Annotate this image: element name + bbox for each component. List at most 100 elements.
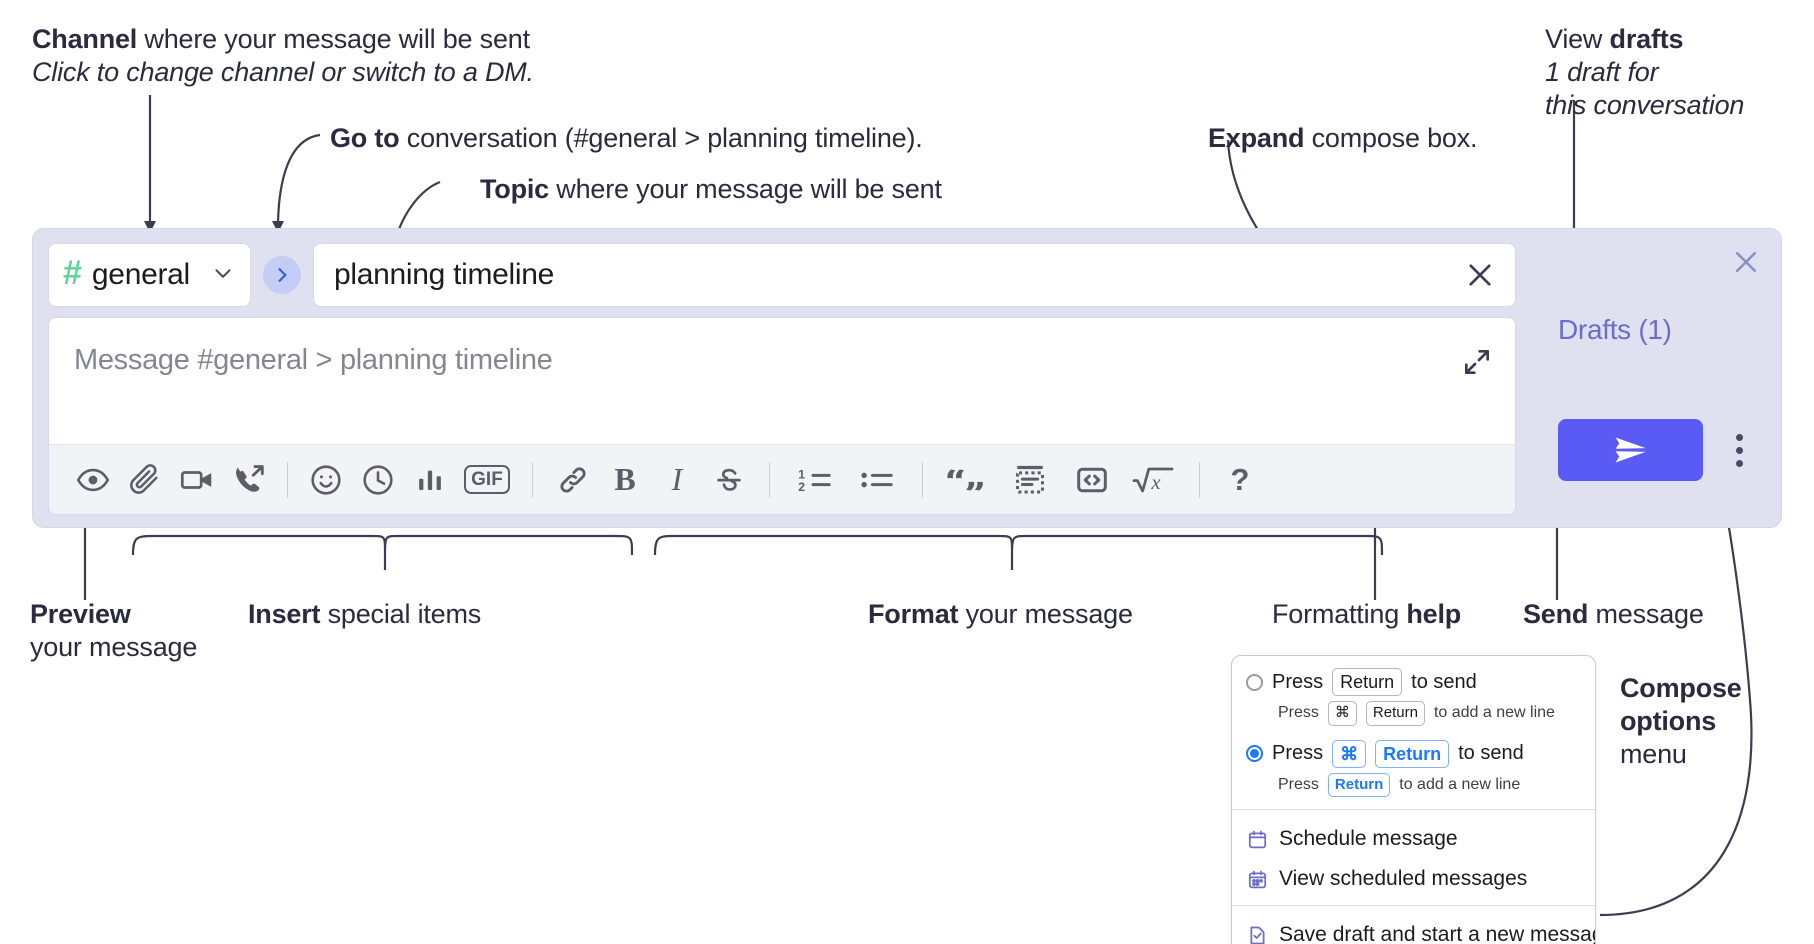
strikethrough-icon[interactable]: [703, 454, 755, 506]
gif-label: GIF: [464, 465, 510, 494]
channel-selector-button[interactable]: # general: [48, 243, 251, 307]
blockquote-icon[interactable]: [937, 454, 999, 506]
bold-icon[interactable]: B: [599, 454, 651, 506]
annotation-compose-options-line1: Compose: [1620, 673, 1742, 703]
option1-sub-key1: ⌘: [1327, 701, 1357, 726]
option1-sub-key2: Return: [1365, 701, 1425, 726]
gif-icon[interactable]: GIF: [456, 454, 518, 506]
annotation-expand-bold: Expand: [1208, 123, 1305, 153]
option1-post: to send: [1411, 670, 1477, 693]
annotation-compose-options-line3: menu: [1620, 738, 1687, 769]
annotation-channel-bold: Channel: [32, 24, 138, 54]
svg-text:x: x: [1150, 472, 1161, 494]
close-panel-icon[interactable]: [1731, 247, 1761, 282]
save-draft-icon: [1246, 924, 1268, 944]
option2-sub-pre: Press: [1278, 775, 1319, 793]
topic-input[interactable]: planning timeline: [313, 243, 1516, 307]
annotation-goto-rest: conversation (#general > planning timeli…: [399, 123, 923, 153]
annotation-topic-rest: where your message will be sent: [549, 174, 942, 204]
annotation-preview-line2: your message: [30, 631, 198, 662]
annotation-format-bold: Format: [868, 599, 959, 629]
link-icon[interactable]: [547, 454, 599, 506]
menu-radio-option-2-sub: Press Return to add a new line: [1278, 772, 1581, 798]
menu-schedule-group: Schedule message View scheduled messages: [1232, 810, 1595, 905]
menu-radio-option-1[interactable]: Press Return to send: [1246, 668, 1581, 697]
clear-topic-icon[interactable]: [1463, 258, 1497, 292]
annotation-drafts-lead: View: [1545, 24, 1610, 54]
radio-unselected-icon[interactable]: [1246, 673, 1263, 691]
emoji-icon[interactable]: [300, 454, 352, 506]
annotation-insert-rest: special items: [320, 599, 482, 629]
huddle-icon[interactable]: [223, 454, 275, 506]
option1-sub-pre: Press: [1278, 704, 1319, 722]
menu-item-view-scheduled-messages[interactable]: View scheduled messages: [1232, 859, 1595, 899]
annotation-drafts: View drafts 1 draft for this conversatio…: [1545, 23, 1744, 122]
menu-item-label: Schedule message: [1279, 827, 1458, 851]
go-to-conversation-button[interactable]: [263, 256, 301, 294]
menu-draft-group: Save draft and start a new message: [1232, 906, 1595, 944]
annotation-insert-bold: Insert: [248, 599, 321, 629]
italic-icon[interactable]: I: [651, 454, 703, 506]
compose-header-row: # general planning timeline: [48, 243, 1516, 307]
toolbar-divider: [922, 461, 923, 498]
radio-selected-icon[interactable]: [1246, 745, 1263, 763]
drafts-link[interactable]: Drafts (1): [1558, 314, 1672, 345]
ordered-list-icon[interactable]: 1 2: [784, 454, 846, 506]
code-block-icon[interactable]: [999, 454, 1061, 506]
annotation-preview-bold: Preview: [30, 599, 131, 629]
send-shortcut-options: Press Return to send Press ⌘ Return to a…: [1232, 656, 1595, 809]
annotation-preview: Preview your message: [30, 598, 197, 664]
annotation-drafts-bold: drafts: [1609, 24, 1684, 54]
message-input-placeholder[interactable]: Message #general > planning timeline: [74, 344, 553, 376]
math-icon[interactable]: x: [1123, 454, 1185, 506]
poll-icon[interactable]: [404, 454, 456, 506]
menu-item-label: Save draft and start a new message: [1279, 923, 1596, 944]
annotation-topic-bold: Topic: [480, 174, 549, 204]
annotation-channel: Channel where your message will be sent …: [32, 23, 534, 89]
clock-icon[interactable]: [352, 454, 404, 506]
annotation-help-bold: help: [1406, 599, 1462, 629]
annotation-goto: Go to conversation (#general > planning …: [330, 122, 923, 155]
attachment-icon[interactable]: [119, 454, 171, 506]
calendar-grid-icon: [1246, 868, 1268, 890]
menu-divider: [1232, 809, 1595, 811]
calendar-icon: [1246, 828, 1268, 850]
send-icon: [1615, 437, 1646, 463]
svg-text:2: 2: [798, 479, 805, 493]
send-button[interactable]: [1558, 419, 1703, 481]
annotation-goto-bold: Go to: [330, 123, 400, 153]
hash-icon: #: [63, 254, 82, 292]
bold-label: B: [614, 461, 636, 497]
toolbar-divider: [532, 461, 533, 498]
menu-radio-option-2[interactable]: Press ⌘ Return to send: [1246, 739, 1581, 768]
menu-item-save-draft[interactable]: Save draft and start a new message: [1232, 912, 1595, 944]
annotation-channel-rest: where your message will be sent: [137, 24, 530, 54]
annotation-expand: Expand compose box.: [1208, 122, 1478, 155]
code-icon[interactable]: [1061, 454, 1123, 506]
annotation-insert: Insert special items: [248, 598, 481, 631]
menu-item-schedule-message[interactable]: Schedule message: [1232, 816, 1595, 859]
option2-sub-key: Return: [1327, 772, 1391, 798]
annotation-send-bold: Send: [1523, 599, 1589, 629]
help-icon[interactable]: ?: [1214, 454, 1266, 506]
menu-radio-option-1-sub: Press ⌘ Return to add a new line: [1278, 701, 1581, 726]
svg-text:1: 1: [798, 467, 805, 481]
option2-pre: Press: [1272, 742, 1324, 765]
compose-options-button[interactable]: [1723, 421, 1755, 479]
annotation-help-lead: Formatting: [1272, 599, 1407, 629]
kebab-dot: [1735, 446, 1743, 454]
video-icon[interactable]: [171, 454, 223, 506]
italic-label: I: [671, 461, 683, 497]
option2-key1: ⌘: [1332, 739, 1367, 768]
annotation-formatting-help: Formatting help: [1272, 598, 1461, 631]
bulleted-list-icon[interactable]: [846, 454, 908, 506]
expand-compose-icon[interactable]: [1461, 346, 1493, 383]
message-panel: Message #general > planning timeline: [48, 317, 1516, 515]
toolbar-divider: [769, 461, 770, 498]
preview-icon[interactable]: [67, 454, 119, 506]
option1-key: Return: [1332, 668, 1403, 697]
kebab-dot: [1735, 433, 1743, 441]
option1-sub-post: to add a new line: [1433, 704, 1555, 722]
annotation-format-rest: your message: [958, 599, 1133, 629]
